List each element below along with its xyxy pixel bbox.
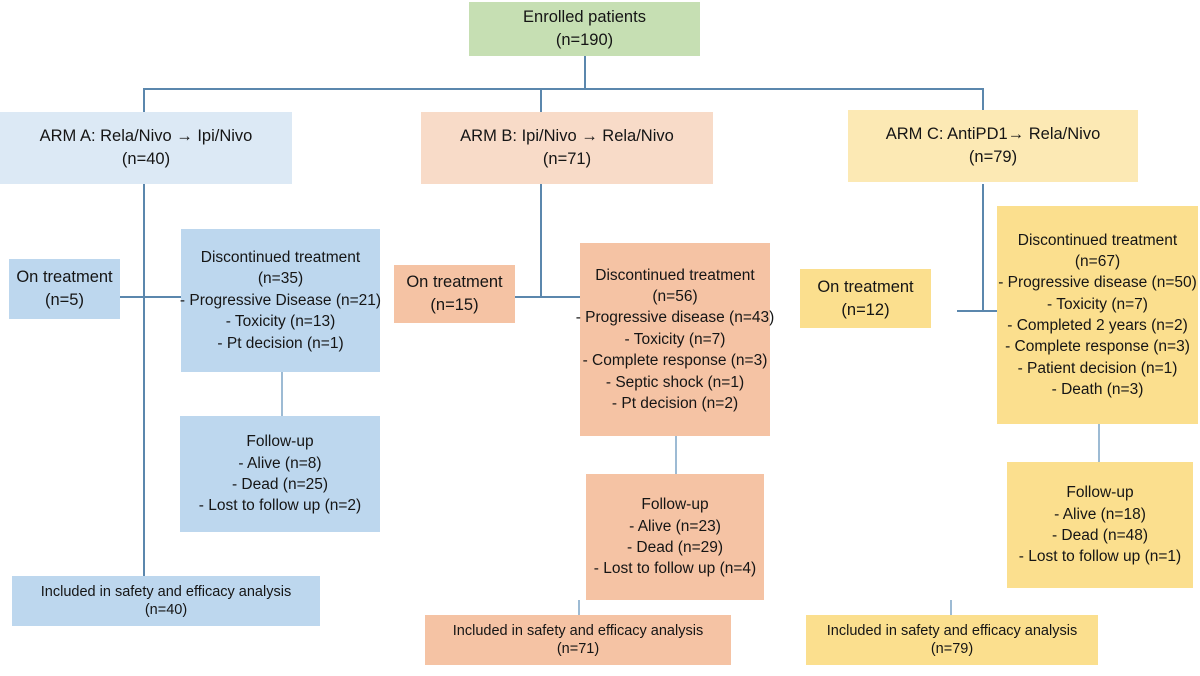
connector-arm-c-split-left (957, 310, 983, 312)
connector-arms-bar-mid (540, 88, 586, 90)
arm-a-discontinued-box[interactable]: Discontinued treatment (n=35) - Progress… (179, 229, 382, 372)
connector-arm-b-analysis (578, 600, 580, 615)
arm-c-header-box[interactable]: ARM C: AntiPD1→ Rela/Nivo (n=79) (848, 110, 1138, 182)
connector-arm-b-split-left (515, 296, 541, 298)
arm-b-on-treatment-box[interactable]: On treatment (n=15) (394, 265, 515, 323)
arm-b-header-box[interactable]: ARM B: Ipi/Nivo → Rela/Nivo (n=71) (421, 112, 713, 184)
arm-a-on-treatment-count: (n=5) (45, 291, 84, 309)
arm-a-discontinued-reason-1: - Toxicity (n=13) (225, 313, 336, 331)
arm-a-followup-item-1: - Dead (n=25) (231, 476, 329, 493)
arm-a-analysis-box[interactable]: Included in safety and efficacy analysis… (12, 576, 320, 626)
connector-arm-c-spine (982, 184, 984, 311)
enrolled-count: (n=190) (555, 31, 614, 49)
arm-b-on-treatment-count: (n=15) (430, 296, 479, 314)
arm-a-on-treatment-label: On treatment (16, 268, 113, 287)
arm-c-followup-label: Follow-up (1066, 484, 1134, 502)
arm-c-label: ARM C: AntiPD1→ Rela/Nivo (885, 125, 1101, 144)
connector-arm-b-drop (540, 88, 542, 112)
arm-c-on-treatment-box[interactable]: On treatment (n=12) (800, 269, 931, 328)
connector-arm-b-followup (675, 436, 677, 474)
arm-c-on-treatment-label: On treatment (817, 277, 914, 296)
arm-a-discontinued-count: (n=35) (257, 270, 304, 288)
arm-a-discontinued-reason-2: - Pt decision (n=1) (217, 334, 344, 352)
arm-b-analysis-box[interactable]: Included in safety and efficacy analysis… (425, 615, 731, 665)
connector-arm-b-split-right (540, 296, 580, 298)
arm-c-discontinued-count: (n=67) (1074, 252, 1121, 270)
connector-arms-bar-right (584, 88, 983, 90)
arm-a-discontinued-reason-0: - Progressive Disease (n=21) (179, 291, 382, 309)
arm-b-followup-item-0: - Alive (n=23) (629, 517, 721, 535)
connector-arm-c-drop (982, 88, 984, 112)
arm-c-discontinued-label: Discontinued treatment (1017, 231, 1178, 249)
arm-a-header-box[interactable]: ARM A: Rela/Nivo → Ipi/Nivo (n=40) (0, 112, 292, 184)
arm-c-discontinued-reason-0: - Progressive disease (n=50) (998, 274, 1197, 292)
arm-c-discontinued-reason-1: - Toxicity (n=7) (1047, 295, 1148, 313)
arm-b-followup-item-1: - Dead (n=29) (626, 539, 724, 556)
arm-c-discontinued-box[interactable]: Discontinued treatment (n=67) - Progress… (997, 206, 1198, 424)
arm-a-label: ARM A: Rela/Nivo → Ipi/Nivo (39, 127, 253, 146)
connector-arm-b-spine (540, 184, 542, 297)
arm-a-discontinued-label: Discontinued treatment (200, 249, 361, 267)
arm-c-count: (n=79) (968, 148, 1018, 166)
arm-c-discontinued-reason-5: - Death (n=3) (1051, 381, 1144, 399)
arm-c-analysis-box[interactable]: Included in safety and efficacy analysis… (806, 615, 1098, 665)
arm-b-discontinued-reason-4: - Pt decision (n=2) (611, 394, 739, 412)
connector-enrolled-stem (584, 56, 586, 89)
connector-arm-c-analysis (950, 600, 952, 615)
connector-arm-c-split-right (982, 310, 998, 312)
arm-b-followup-item-2: - Lost to follow up (n=4) (593, 560, 757, 578)
arm-b-discontinued-reason-3: - Septic shock (n=1) (605, 373, 745, 391)
connector-arms-bar (143, 88, 542, 90)
arm-a-analysis-count: (n=40) (144, 602, 188, 618)
arm-c-discontinued-reason-2: - Completed 2 years (n=2) (1007, 317, 1188, 334)
arm-b-discontinued-box[interactable]: Discontinued treatment (n=56) - Progress… (576, 243, 774, 436)
arm-a-followup-box[interactable]: Follow-up - Alive (n=8) - Dead (n=25) - … (180, 416, 380, 532)
arm-b-discontinued-label: Discontinued treatment (595, 266, 755, 284)
arm-a-analysis-label: Included in safety and efficacy analysis (40, 583, 292, 600)
arm-c-followup-item-2: - Lost to follow up (n=1) (1018, 548, 1182, 566)
arm-b-discontinued-reason-2: - Complete response (n=3) (582, 352, 768, 370)
arm-a-followup-item-0: - Alive (n=8) (238, 454, 322, 472)
arm-b-discontinued-reason-1: - Toxicity (n=7) (624, 330, 726, 348)
arm-c-analysis-count: (n=79) (930, 641, 974, 657)
enrolled-label: Enrolled patients (523, 8, 646, 27)
arm-b-followup-label: Follow-up (641, 496, 709, 514)
arm-c-on-treatment-count: (n=12) (841, 300, 890, 319)
arm-b-followup-box[interactable]: Follow-up - Alive (n=23) - Dead (n=29) -… (586, 474, 764, 600)
arm-a-on-treatment-box[interactable]: On treatment (n=5) (9, 259, 120, 319)
arm-a-followup-item-2: - Lost to follow up (n=2) (198, 497, 362, 515)
arm-c-discontinued-reason-3: - Complete response (n=3) (1005, 338, 1190, 356)
arm-b-on-treatment-label: On treatment (406, 273, 503, 292)
arm-c-analysis-label: Included in safety and efficacy analysis (826, 622, 1078, 639)
enrolled-patients-box[interactable]: Enrolled patients (n=190) (469, 2, 700, 56)
arm-c-followup-box[interactable]: Follow-up - Alive (n=18) - Dead (n=48) -… (1007, 462, 1193, 588)
connector-arm-a-split-right (143, 296, 181, 298)
connector-arm-c-followup (1098, 424, 1100, 462)
arm-a-followup-label: Follow-up (246, 433, 314, 451)
arm-c-discontinued-reason-4: - Patient decision (n=1) (1017, 359, 1178, 377)
arm-b-label: ARM B: Ipi/Nivo → Rela/Nivo (460, 127, 674, 146)
arm-b-count: (n=71) (542, 150, 592, 168)
connector-arm-a-split-left (119, 296, 144, 298)
arm-b-analysis-label: Included in safety and efficacy analysis (452, 622, 704, 639)
arm-a-count: (n=40) (121, 150, 171, 168)
arm-b-discontinued-reason-0: - Progressive disease (n=43) (575, 309, 775, 327)
arm-c-followup-item-1: - Dead (n=48) (1051, 527, 1149, 544)
connector-arm-a-drop (143, 88, 145, 112)
arm-c-followup-item-0: - Alive (n=18) (1054, 505, 1146, 523)
arm-b-discontinued-count: (n=56) (652, 288, 698, 306)
arm-b-analysis-count: (n=71) (556, 641, 600, 657)
connector-arm-a-followup (281, 372, 283, 416)
connector-arm-a-spine (143, 184, 145, 576)
